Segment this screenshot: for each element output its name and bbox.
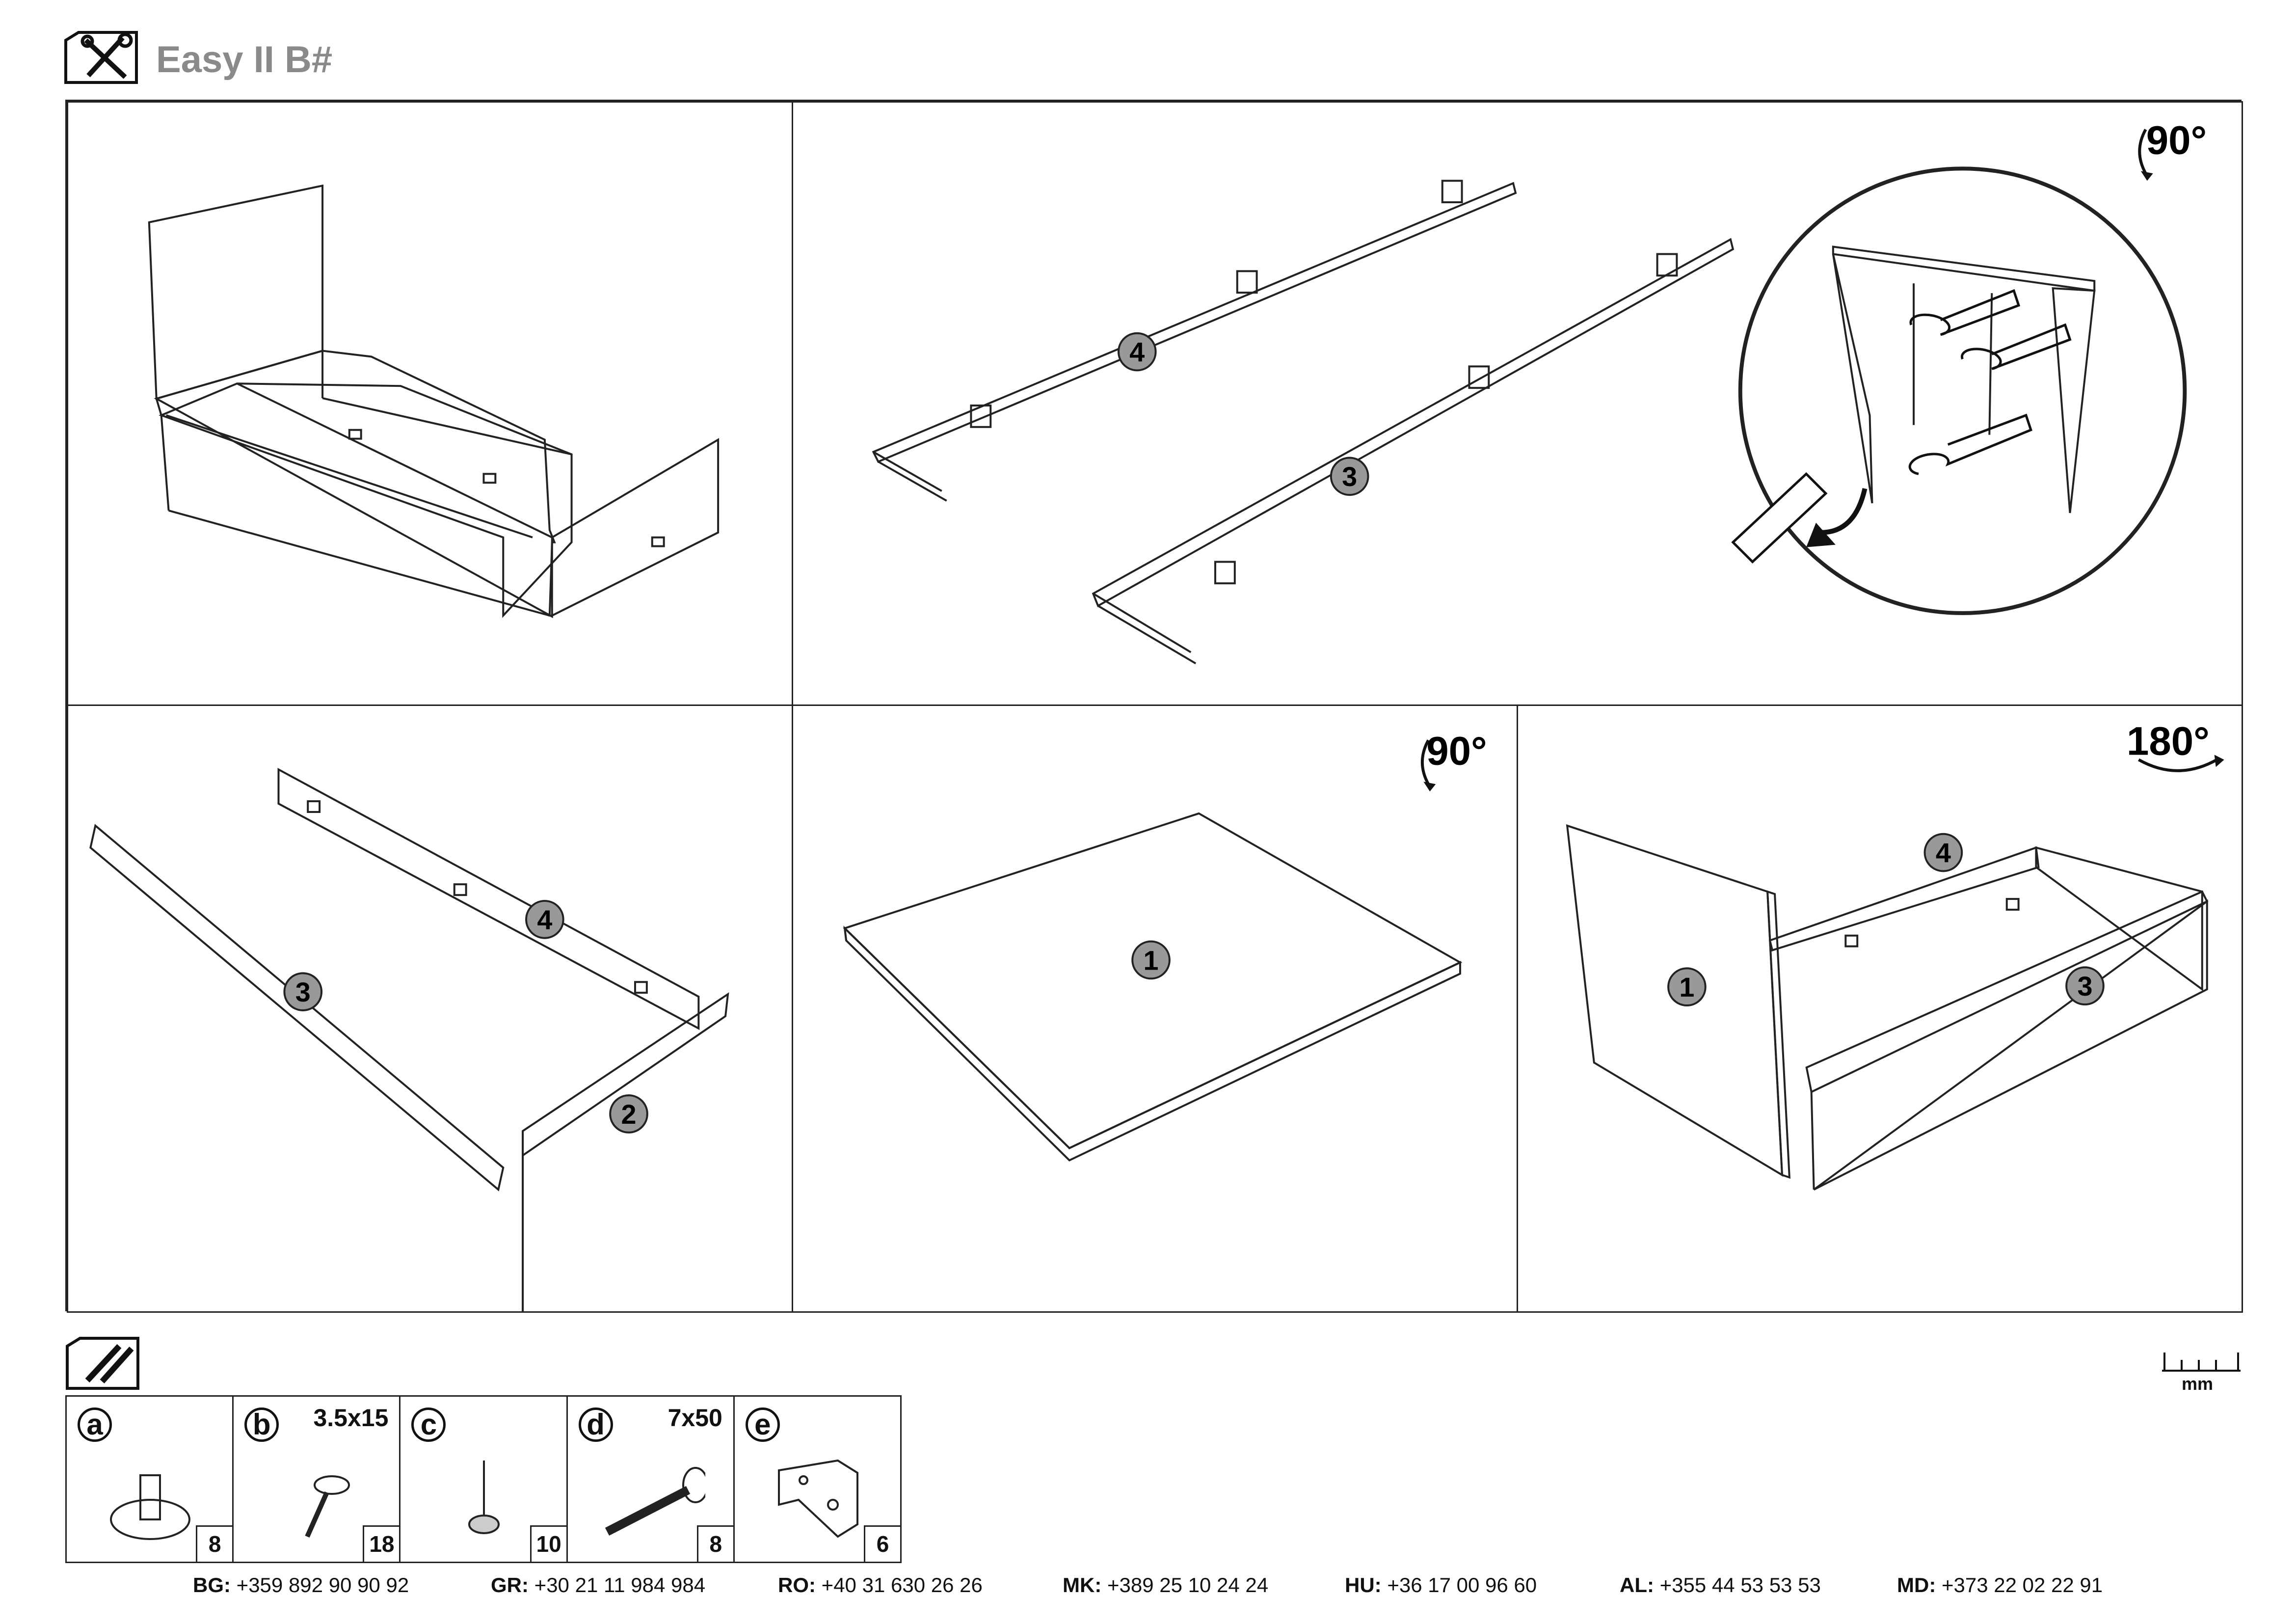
- confirmat-screw-icon: [605, 1467, 705, 1536]
- phone-gr: GR: +30 21 11 984 984: [491, 1573, 706, 1597]
- finished-bed-drawing: [148, 184, 720, 619]
- screw-icon: [305, 1475, 350, 1538]
- step-panel-rails: 4 3 90°: [792, 101, 2243, 706]
- phone-ro: RO: +40 31 630 26 26: [778, 1573, 983, 1597]
- step-panel-frame-assembly: 1 4 3 180°: [1517, 704, 2243, 1313]
- hardware-item-b: b 3.5x15 18: [234, 1397, 401, 1562]
- hardware-qty: 6: [864, 1525, 901, 1562]
- part-label-3: 3: [295, 977, 311, 1007]
- rotation-180-label: 180°: [2127, 719, 2210, 764]
- frame-assembly-drawing: 1 4 3 180°: [1566, 719, 2224, 1191]
- headboard-drawing: 1 90°: [843, 729, 1487, 1162]
- page-title: Easy II B#: [156, 39, 333, 81]
- hardware-table: a 8 b 3.5x15 18 c 10 d 7x50 8: [65, 1395, 902, 1563]
- hardware-item-d: d 7x50 8: [568, 1397, 735, 1562]
- hardware-item-a: a 8: [67, 1397, 234, 1562]
- hardware-letter: c: [411, 1407, 446, 1442]
- hardware-letter: a: [78, 1407, 112, 1442]
- phone-bg: BG: +359 892 90 90 92: [193, 1573, 409, 1597]
- nail-glide-icon: [468, 1461, 500, 1534]
- part-label-2: 2: [621, 1099, 637, 1130]
- part-label-4: 4: [537, 905, 552, 935]
- support-phone-list: BG: +359 892 90 90 92 GR: +30 21 11 984 …: [0, 1573, 2296, 1608]
- phone-md: MD: +373 22 02 22 91: [1897, 1573, 2103, 1597]
- phone-al: AL: +355 44 53 53 53: [1620, 1573, 1821, 1597]
- part-label-3: 3: [1342, 461, 1357, 492]
- step-panel-final: [67, 101, 793, 706]
- hardware-qty: 10: [530, 1525, 566, 1562]
- hardware-size: 7x50: [667, 1404, 722, 1432]
- hardware-item-c: c 10: [400, 1397, 568, 1562]
- tools-icon: [64, 30, 138, 84]
- hardware-qty: 18: [363, 1525, 400, 1562]
- hardware-qty: 8: [196, 1525, 233, 1562]
- rails-drawing: 4 3 90°: [872, 118, 2207, 665]
- phone-mk: MK: +389 25 10 24 24: [1063, 1573, 1269, 1597]
- part-label-4: 4: [1129, 337, 1145, 367]
- part-label-1: 1: [1144, 945, 1159, 975]
- assembly-grid: 4 3 90°: [65, 100, 2243, 1313]
- phone-hu: HU: +36 17 00 96 60: [1345, 1573, 1537, 1597]
- hardware-qty: 8: [696, 1525, 733, 1562]
- bracket-icon: [777, 1459, 858, 1538]
- unit-label: mm: [2182, 1374, 2214, 1394]
- rotation-90-label: 90°: [1426, 729, 1487, 773]
- ruler-icon: [2162, 1350, 2241, 1394]
- hardware-letter: e: [745, 1407, 780, 1442]
- hardware-letter: d: [578, 1407, 613, 1442]
- step-panel-side-frame: 3 4 2: [67, 704, 793, 1313]
- hardware-item-e: e 6: [735, 1397, 901, 1562]
- hardware-icon: [65, 1336, 140, 1390]
- part-label-4: 4: [1936, 838, 1951, 868]
- glide-icon: [110, 1474, 190, 1540]
- step-panel-headboard: 1 90°: [792, 704, 1518, 1313]
- side-frame-drawing: 3 4 2: [89, 768, 729, 1311]
- part-label-3: 3: [2077, 971, 2092, 1001]
- hardware-letter: b: [244, 1407, 279, 1442]
- rotation-90-label: 90°: [2146, 118, 2207, 162]
- part-label-1: 1: [1679, 972, 1694, 1002]
- hardware-size: 3.5x15: [313, 1404, 389, 1432]
